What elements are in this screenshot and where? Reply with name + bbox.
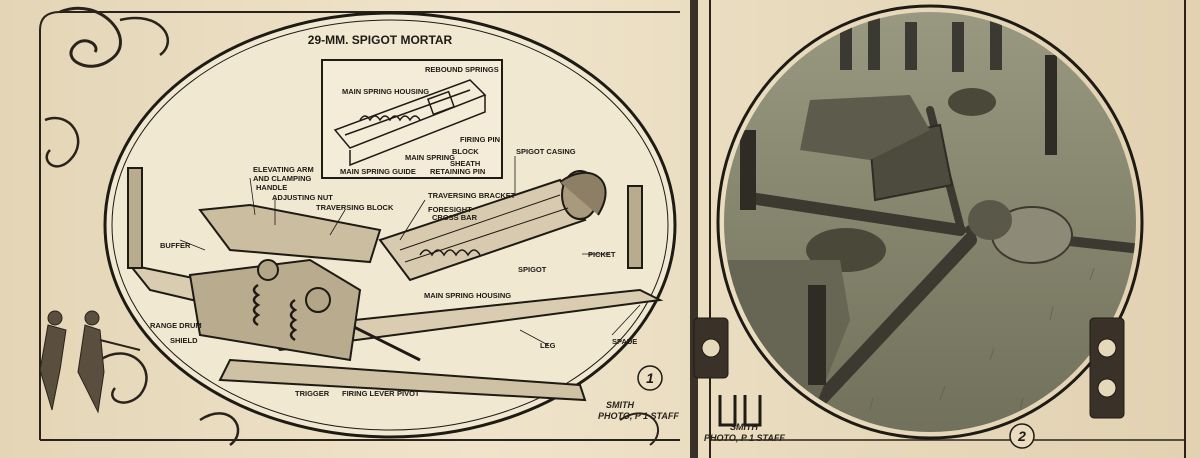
label-elevating-arm-2: AND CLAMPING bbox=[253, 174, 311, 183]
label-shield: SHIELD bbox=[170, 336, 198, 345]
label-adjusting-nut: ADJUSTING NUT bbox=[272, 193, 333, 202]
decorative-letter-h bbox=[693, 317, 1125, 427]
diagram-credit-2: PHOTO, P 1 STAFF bbox=[598, 411, 679, 421]
photo-credit-1: SMITH bbox=[730, 422, 758, 432]
diagram-labels: ELEVATING ARM AND CLAMPING HANDLE ADJUST… bbox=[150, 147, 637, 398]
label-picket: PICKET bbox=[588, 250, 616, 259]
diagram-panel: 29-MM. SPIGOT MORTAR REBOUND SPRINGS MAI… bbox=[39, 6, 680, 446]
ornamental-border bbox=[39, 6, 680, 446]
inset-label-block: BLOCK bbox=[452, 147, 479, 156]
inset-label-firing-pin: FIRING PIN bbox=[460, 135, 500, 144]
label-main-spring-housing: MAIN SPRING HOUSING bbox=[424, 291, 511, 300]
diagram-canvas: 29-MM. SPIGOT MORTAR REBOUND SPRINGS MAI… bbox=[39, 6, 680, 446]
label-spigot: SPIGOT bbox=[518, 265, 547, 274]
diagram-credit-1: SMITH bbox=[606, 400, 634, 410]
picket-pole bbox=[740, 130, 756, 210]
label-spade: SPADE bbox=[612, 337, 637, 346]
photo-canvas: SMITH PHOTO, P 1 STAFF 2 bbox=[693, 0, 1186, 458]
label-elevating-arm-3: HANDLE bbox=[256, 183, 287, 192]
inset-label-main-spring-housing: MAIN SPRING HOUSING bbox=[342, 87, 429, 96]
figure-number-2: 2 bbox=[1009, 423, 1035, 449]
figure-number-1: 1 bbox=[637, 365, 663, 391]
inset-label-main-spring-guide: MAIN SPRING GUIDE bbox=[340, 167, 416, 176]
label-trigger: TRIGGER bbox=[295, 389, 330, 398]
inset-label-sheath: SHEATH bbox=[450, 159, 480, 168]
label-foresight-2: CROSS BAR bbox=[432, 213, 478, 222]
diagram-oval-inner bbox=[111, 19, 669, 431]
label-traversing-block: TRAVERSING BLOCK bbox=[316, 203, 394, 212]
label-buffer: BUFFER bbox=[160, 241, 191, 250]
inset-label-rebound-springs: REBOUND SPRINGS bbox=[425, 65, 499, 74]
label-elevating-arm: ELEVATING ARM bbox=[253, 165, 314, 174]
field-photograph bbox=[724, 12, 1136, 432]
label-pivot: PIVOT bbox=[397, 389, 420, 398]
label-firing-lever: FIRING LEVER bbox=[342, 389, 395, 398]
label-range-drum: RANGE DRUM bbox=[150, 321, 202, 330]
photo-panel: SMITH PHOTO, P 1 STAFF 2 bbox=[690, 0, 1200, 458]
photo-oval-frame bbox=[716, 4, 1144, 440]
label-leg: LEG bbox=[540, 341, 556, 350]
label-foresight: FORESIGHT bbox=[428, 205, 472, 214]
svg-text:2: 2 bbox=[1017, 428, 1026, 444]
mortar-drawing bbox=[127, 167, 664, 402]
column-divider bbox=[690, 0, 698, 458]
label-spigot-casing: SPIGOT CASING bbox=[516, 147, 576, 156]
leader-lines bbox=[179, 156, 641, 346]
photo-credit-2: PHOTO, P 1 STAFF bbox=[704, 433, 785, 443]
soldiers-sketch bbox=[39, 310, 141, 414]
svg-text:1: 1 bbox=[646, 370, 654, 386]
diagram-title: 29-MM. SPIGOT MORTAR bbox=[308, 33, 453, 47]
label-traversing-bracket: TRAVERSING BRACKET bbox=[428, 191, 516, 200]
inset-label-retaining-pin: RETAINING PIN bbox=[430, 167, 485, 176]
inset-label-main-spring: MAIN SPRING bbox=[405, 153, 455, 162]
inset-mechanism: REBOUND SPRINGS MAIN SPRING HOUSING FIRI… bbox=[321, 59, 503, 179]
